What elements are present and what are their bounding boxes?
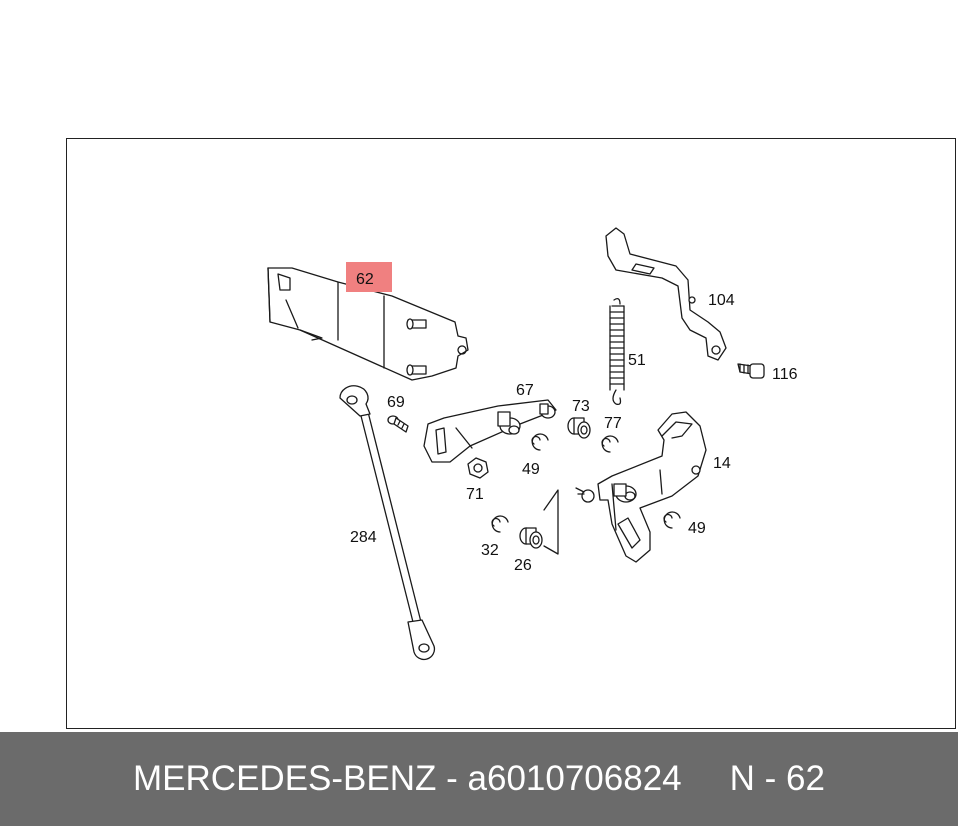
part-77-clip[interactable] — [601, 435, 619, 453]
label-69[interactable]: 69 — [387, 394, 405, 411]
part-73-bushing[interactable] — [567, 417, 591, 439]
parts-diagram: 62 104 51 116 67 69 — [267, 227, 798, 661]
part-51-spring[interactable] — [609, 298, 625, 406]
label-116[interactable]: 116 — [772, 366, 798, 383]
label-26[interactable]: 26 — [514, 557, 532, 574]
part-62-highlight — [346, 262, 392, 292]
label-67[interactable]: 67 — [516, 382, 534, 399]
part-116-bolt[interactable] — [737, 363, 765, 379]
label-77[interactable]: 77 — [604, 415, 622, 432]
label-71[interactable]: 71 — [466, 486, 484, 503]
label-51[interactable]: 51 — [628, 352, 646, 369]
brand-name: MERCEDES-BENZ — [133, 759, 437, 798]
part-284-rod[interactable] — [339, 385, 436, 661]
part-69-screw[interactable] — [387, 415, 409, 433]
label-104[interactable]: 104 — [708, 292, 735, 309]
label-284[interactable]: 284 — [350, 529, 377, 546]
part-49-clip-a[interactable] — [531, 433, 549, 451]
part-32-clip[interactable] — [491, 515, 509, 533]
diagram-reference: N - 62 — [729, 759, 825, 798]
assembly-guide-line — [543, 489, 559, 555]
label-32[interactable]: 32 — [481, 542, 499, 559]
title-separator: - — [436, 759, 468, 798]
part-49-clip-b[interactable] — [663, 511, 681, 529]
part-number: a6010706824 — [467, 759, 682, 798]
part-104-bracket[interactable] — [605, 227, 727, 361]
label-62[interactable]: 62 — [356, 271, 374, 288]
part-71-nut[interactable] — [467, 457, 489, 479]
part-14-bracket[interactable] — [575, 411, 707, 563]
label-14[interactable]: 14 — [713, 455, 731, 472]
part-26-bushing[interactable] — [519, 527, 543, 549]
label-49-a[interactable]: 49 — [522, 461, 540, 478]
label-73[interactable]: 73 — [572, 398, 590, 415]
part-67-lever[interactable] — [423, 399, 557, 463]
label-49-b[interactable]: 49 — [688, 520, 706, 537]
part-info-footer: MERCEDES-BENZ - a6010706824 N - 62 — [0, 732, 958, 826]
